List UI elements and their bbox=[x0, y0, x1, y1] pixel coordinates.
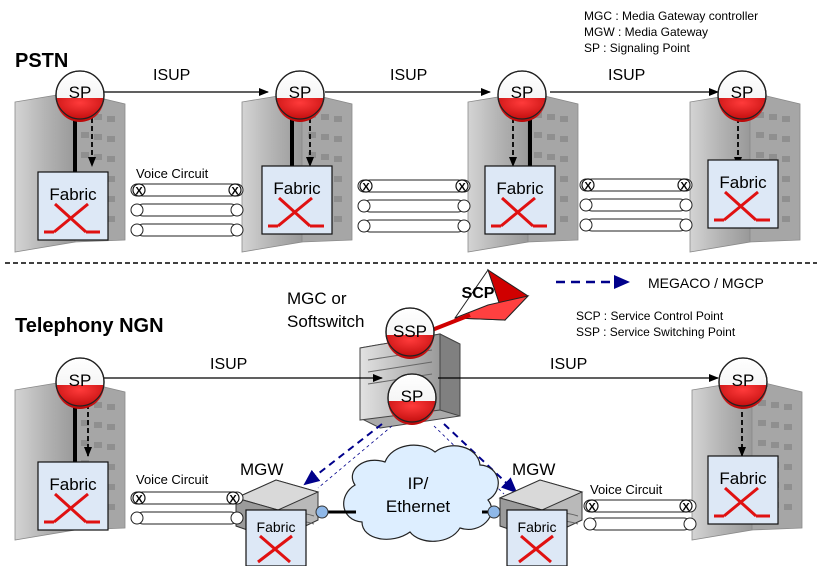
pstn-circuit-group-3 bbox=[579, 178, 693, 232]
ngn-fabric-right: Fabric bbox=[706, 454, 780, 526]
legend-sp: SP : Signaling Point bbox=[584, 41, 691, 55]
pstn-fabric-1: Fabric bbox=[36, 170, 110, 242]
pstn-sp-node-4: SP bbox=[717, 70, 767, 123]
ngn-voice-circuit-label-left: Voice Circuit bbox=[136, 472, 209, 487]
scp-node: SCP bbox=[454, 268, 530, 321]
pstn-fabric-label-4: Fabric bbox=[719, 173, 767, 192]
legend-top: MGC : Media Gateway controller MGW : Med… bbox=[584, 9, 758, 55]
mgw-right-fabric: Fabric bbox=[506, 509, 568, 566]
megaco-legend-label: MEGACO / MGCP bbox=[648, 275, 764, 291]
mgw-right-port bbox=[487, 505, 501, 519]
scp-label: SCP bbox=[462, 285, 495, 302]
megaco-legend: MEGACO / MGCP bbox=[556, 275, 764, 291]
ssp-scp-link bbox=[431, 313, 471, 332]
mgc-sp-node: SP bbox=[387, 373, 437, 426]
ngn-sp-label-right: SP bbox=[732, 371, 755, 390]
legend-mgw: MGW : Media Gateway bbox=[584, 25, 708, 39]
pstn-circuit-group-2 bbox=[357, 179, 471, 233]
pstn-sp-node-1: SP bbox=[55, 70, 105, 123]
pstn-title: PSTN bbox=[15, 50, 68, 72]
mgw-label-left: MGW bbox=[240, 460, 283, 479]
ssp-label: SSP bbox=[393, 322, 427, 341]
ip-ethernet-cloud: IP/ Ethernet bbox=[343, 444, 499, 542]
ssp-definition: SSP : Service Switching Point bbox=[576, 325, 736, 339]
pstn-sp-label-2: SP bbox=[289, 83, 312, 102]
pstn-sp-label-4: SP bbox=[731, 83, 754, 102]
pstn-isup-label-1: ISUP bbox=[153, 67, 190, 84]
ngn-sp-label-left: SP bbox=[69, 371, 92, 390]
cloud-label-line2: Ethernet bbox=[386, 497, 451, 516]
pstn-voice-circuit-label: Voice Circuit bbox=[136, 166, 209, 181]
mgw-left-port bbox=[315, 505, 329, 519]
mgw-label-right: MGW bbox=[512, 460, 555, 479]
pstn-sp-node-3: SP bbox=[497, 70, 547, 123]
megaco-arrow-left bbox=[303, 423, 383, 486]
ngn-voice-circuit-label-right: Voice Circuit bbox=[590, 482, 663, 497]
pstn-sp-links bbox=[73, 118, 742, 172]
mgc-label-line1: MGC or bbox=[287, 289, 347, 308]
ngn-fabric-label-right: Fabric bbox=[719, 469, 767, 488]
pstn-fabric-4: Fabric bbox=[706, 158, 780, 230]
pstn-fabric-label-2: Fabric bbox=[273, 179, 321, 198]
ngn-title: Telephony NGN bbox=[15, 315, 164, 337]
ngn-sp-node-right: SP bbox=[718, 357, 768, 410]
mgc-sp-label: SP bbox=[401, 387, 424, 406]
ngn-circuit-group-left bbox=[130, 491, 244, 525]
pstn-fabric-label-1: Fabric bbox=[49, 185, 97, 204]
mgw-left-fabric: Fabric bbox=[245, 509, 307, 566]
pstn-fabric-label-3: Fabric bbox=[496, 179, 544, 198]
pstn-fabric-2: Fabric bbox=[260, 164, 334, 236]
pstn-sp-label-1: SP bbox=[69, 83, 92, 102]
legend-mgc: MGC : Media Gateway controller bbox=[584, 9, 758, 23]
ssp-node: SSP bbox=[385, 307, 435, 360]
ngn-circuit-group-right bbox=[583, 499, 697, 531]
pstn-fabric-3: Fabric bbox=[483, 164, 557, 236]
pstn-sp-node-2: SP bbox=[275, 70, 325, 123]
pstn-circuit-group-1 bbox=[130, 183, 244, 237]
pstn-sp-label-3: SP bbox=[511, 83, 534, 102]
megaco-arrow-right bbox=[443, 423, 518, 494]
pstn-isup-label-3: ISUP bbox=[608, 67, 645, 84]
ngn-fabric-left: Fabric bbox=[36, 460, 110, 532]
cloud-label-line1: IP/ bbox=[408, 474, 429, 493]
ngn-isup-label-left: ISUP bbox=[210, 356, 247, 373]
mgc-label-line2: Softswitch bbox=[287, 312, 364, 331]
ngn-sp-node-left: SP bbox=[55, 357, 105, 410]
ngn-fabric-label-left: Fabric bbox=[49, 475, 97, 494]
megaco-thin-left bbox=[317, 425, 393, 489]
mgw-left-fabric-label: Fabric bbox=[257, 519, 296, 535]
pstn-isup-label-2: ISUP bbox=[390, 67, 427, 84]
ngn-isup-label-right: ISUP bbox=[550, 356, 587, 373]
scp-definition: SCP : Service Control Point bbox=[576, 309, 724, 323]
mgw-right-fabric-label: Fabric bbox=[518, 519, 557, 535]
